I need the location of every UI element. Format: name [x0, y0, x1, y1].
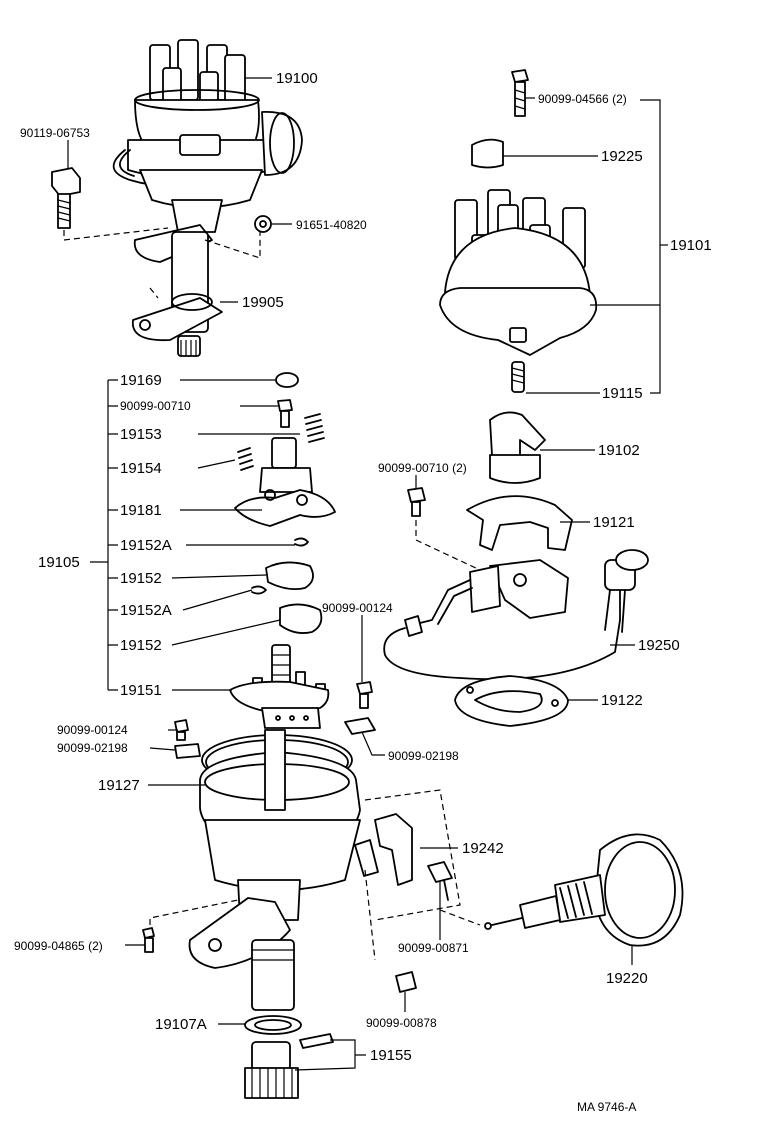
label-90099-00878: 90099-00878	[366, 1016, 437, 1030]
label-91651-40820: 91651-40820	[296, 218, 367, 232]
label-90099-00124-left: 90099-00124	[57, 723, 128, 737]
label-90099-02198-left: 90099-02198	[57, 741, 128, 755]
label-19152-upper: 19152	[120, 570, 162, 587]
label-19102: 19102	[598, 442, 640, 459]
label-90099-02198-right: 90099-02198	[388, 749, 459, 763]
label-19121: 19121	[593, 514, 635, 531]
label-90099-00124-right: 90099-00124	[322, 601, 393, 615]
label-19152-lower: 19152	[120, 637, 162, 654]
label-19101: 19101	[670, 237, 712, 254]
label-19220: 19220	[606, 970, 648, 987]
label-90099-04566: 90099-04566 (2)	[538, 92, 627, 106]
label-19122: 19122	[601, 692, 643, 709]
label-19250: 19250	[638, 637, 680, 654]
rotor-pickup-drawing	[383, 411, 649, 727]
label-19154: 19154	[120, 460, 162, 477]
label-19225: 19225	[601, 148, 643, 165]
leader-lines	[67, 77, 668, 1071]
label-19181: 19181	[120, 502, 162, 519]
label-19242: 19242	[462, 840, 504, 857]
label-90119-06753: 90119-06753	[20, 126, 90, 140]
distributor-housing-drawing	[142, 681, 461, 1099]
governor-assembly-drawing	[229, 372, 336, 729]
label-19151: 19151	[120, 682, 162, 699]
label-19152A-upper: 19152A	[120, 537, 172, 554]
label-19152A-lower: 19152A	[120, 602, 172, 619]
distributor-cap-drawing	[439, 69, 598, 393]
label-90099-00710-2: 90099-00710 (2)	[378, 461, 467, 475]
vacuum-advancer-drawing	[439, 833, 684, 947]
label-19115: 19115	[602, 385, 643, 402]
label-19153: 19153	[120, 426, 162, 443]
label-19105: 19105	[38, 554, 80, 571]
distributor-assembly-drawing	[51, 39, 303, 357]
label-19155: 19155	[370, 1047, 412, 1064]
figure-code: MA 9746-A	[577, 1100, 636, 1114]
label-19905: 19905	[242, 294, 284, 311]
callout-labels: 19100 90119-06753 91651-40820 19905 9009…	[14, 70, 712, 1114]
label-19127: 19127	[98, 777, 140, 794]
label-19107A: 19107A	[155, 1016, 207, 1033]
label-90099-04865: 90099-04865 (2)	[14, 939, 103, 953]
label-19169: 19169	[120, 372, 162, 389]
label-19100: 19100	[276, 70, 318, 87]
label-90099-00871: 90099-00871	[398, 941, 469, 955]
label-90099-00710: 90099-00710	[120, 399, 191, 413]
